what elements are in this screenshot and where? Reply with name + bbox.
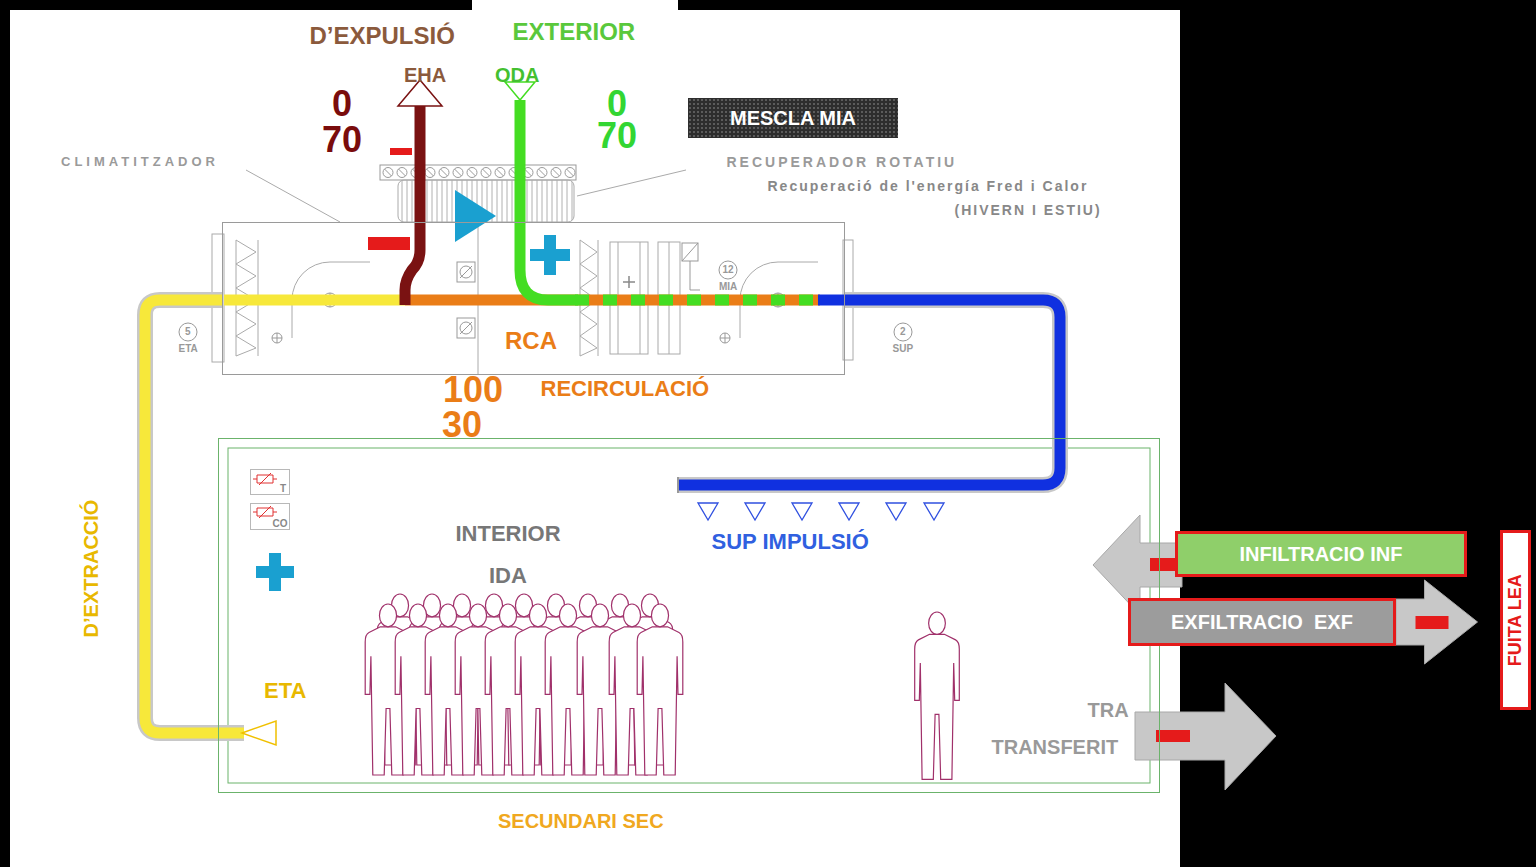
room-zone: INTERIORIDASECUNDARI SECTCO <box>218 438 1160 793</box>
box-text: CO <box>273 518 288 530</box>
minus-sign <box>390 148 412 155</box>
supply-diffusers <box>698 503 944 520</box>
supply-flow <box>818 295 846 306</box>
sensor-box: CO <box>250 503 290 530</box>
flow-title: SUP IMPULSIÓ <box>712 529 869 554</box>
leader-line <box>577 170 686 196</box>
box-text: MESCLA MIA <box>730 107 856 130</box>
note: Recuperació de l'energía Fred i Calor <box>768 178 1089 194</box>
callout-code: ETA <box>179 343 198 355</box>
white-ground <box>10 0 1180 867</box>
mix-box: MESCLA MIA <box>688 98 898 138</box>
flow-title: EXTERIOR <box>513 18 636 46</box>
resistor-symbol <box>253 506 277 518</box>
supply-duct <box>844 300 1060 440</box>
box-text: FUITA LEA <box>1505 574 1526 666</box>
resistor-symbol <box>253 473 277 485</box>
part-name: RECUPERADOR ROTATIU <box>727 154 958 170</box>
box-text: IDA <box>489 563 527 588</box>
flow-percent: 0 <box>332 83 352 124</box>
infiltration-box: INFILTRACIO INF <box>1175 531 1467 577</box>
minus-sign <box>1156 730 1190 742</box>
outdoor-flow <box>520 100 578 300</box>
box-text: INTERIOR <box>456 521 561 546</box>
damper <box>457 318 475 338</box>
flow-percent: 70 <box>322 119 362 160</box>
flow-title: D’EXPULSIÓ <box>310 22 455 50</box>
callout-code: SUP <box>893 343 914 355</box>
plus-sign <box>256 553 294 591</box>
plus-sign <box>530 235 570 275</box>
flow-title: RECIRCULACIÓ <box>541 376 710 401</box>
recuperator-top <box>380 165 576 180</box>
sensor-box: T <box>250 469 290 495</box>
box-text: EXFILTRACIO EXF <box>1171 611 1353 634</box>
transfer-arrow <box>1135 683 1276 790</box>
callout-number: 5 <box>185 326 191 338</box>
recovery-triangle <box>455 190 496 242</box>
leakage-box: FUITA LEA <box>1500 530 1531 710</box>
mixed-flow <box>575 295 820 306</box>
box-text: INFILTRACIO INF <box>1240 543 1403 566</box>
callout-circle <box>894 323 912 341</box>
flow-code: ODA <box>495 64 539 87</box>
recirculation-flow <box>405 295 820 306</box>
flow-code: TRA <box>1088 699 1129 722</box>
extract-flow <box>224 295 405 306</box>
flow-arrow <box>1396 580 1478 664</box>
flow-percent: 70 <box>597 115 637 156</box>
minus-sign <box>368 237 410 250</box>
box-text: RCA <box>505 327 557 355</box>
flow-title: TRANSFERIT <box>992 736 1119 759</box>
box-text: SECUNDARI SEC <box>498 810 664 833</box>
callout-circle <box>179 323 197 341</box>
exfiltration-box: EXFILTRACIO EXF <box>1128 598 1396 646</box>
callout-code: MIA <box>719 281 737 293</box>
callout-circle <box>719 261 737 279</box>
air-handler-unit: RCA <box>222 222 845 375</box>
leader-line <box>246 170 340 222</box>
flow-code: EHA <box>404 64 446 87</box>
flow-code: ETA <box>264 678 306 703</box>
box-text: T <box>280 483 286 495</box>
part-name: CLIMATITZADOR <box>61 155 219 170</box>
actuator <box>682 243 698 261</box>
extract-duct <box>145 300 223 733</box>
note: (HIVERN I ESTIU) <box>955 202 1102 218</box>
flow-title: D’EXTRACCIÓ <box>80 499 103 637</box>
damper <box>457 262 475 282</box>
occupants <box>365 594 959 779</box>
room-inner-line <box>228 448 1150 783</box>
callout-number: 2 <box>900 326 906 338</box>
extract-grille <box>242 721 276 745</box>
exhaust-flow <box>405 106 420 305</box>
callout-number: 12 <box>723 264 734 276</box>
